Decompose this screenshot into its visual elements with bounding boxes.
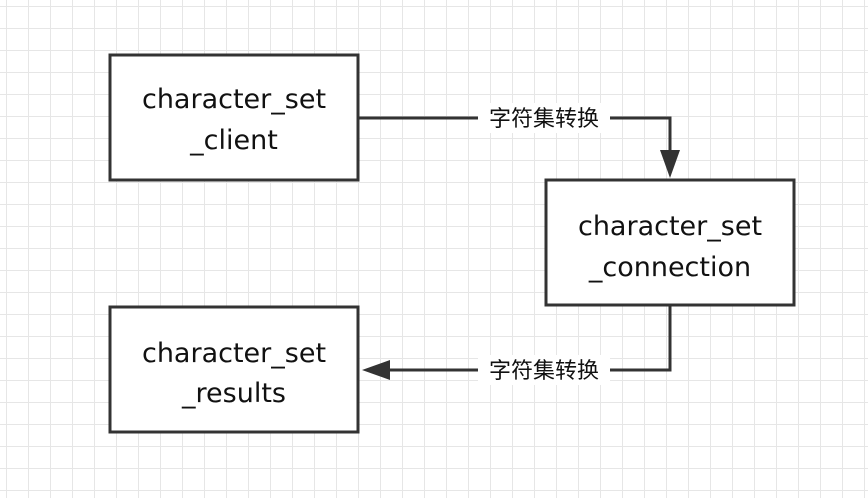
edge-connection-to-results-label: 字符集转换: [489, 359, 599, 384]
node-character-set-results: character_set _results: [108, 305, 360, 434]
edge-client-to-connection-label: 字符集转换: [489, 107, 599, 132]
node-client-box: [108, 53, 360, 182]
edge-connection-to-results-label-bg: [478, 355, 610, 385]
node-character-set-connection: character_set _connection: [544, 178, 796, 307]
node-connection-label-line1: character_set: [578, 211, 762, 242]
edge-client-to-connection-label-bg: [478, 103, 610, 133]
edge-connection-to-results-line: [376, 305, 672, 372]
node-results-label-line1: character_set: [142, 338, 326, 369]
node-connection-label-line2: _connection: [588, 252, 751, 283]
edge-connection-to-results-arrowhead: [362, 360, 390, 380]
node-character-set-client: character_set _client: [108, 53, 360, 182]
edge-connection-to-results: 字符集转换: [362, 305, 672, 385]
edge-client-to-connection-line: [358, 116, 672, 164]
node-connection-box: [544, 178, 796, 307]
node-client-label-line1: character_set: [142, 84, 326, 115]
edge-client-to-connection: 字符集转换: [358, 103, 680, 178]
edge-client-to-connection-arrowhead: [660, 150, 680, 178]
node-results-box: [108, 305, 360, 434]
node-client-label-line2: _client: [189, 125, 278, 156]
node-results-label-line2: _results: [181, 378, 286, 409]
